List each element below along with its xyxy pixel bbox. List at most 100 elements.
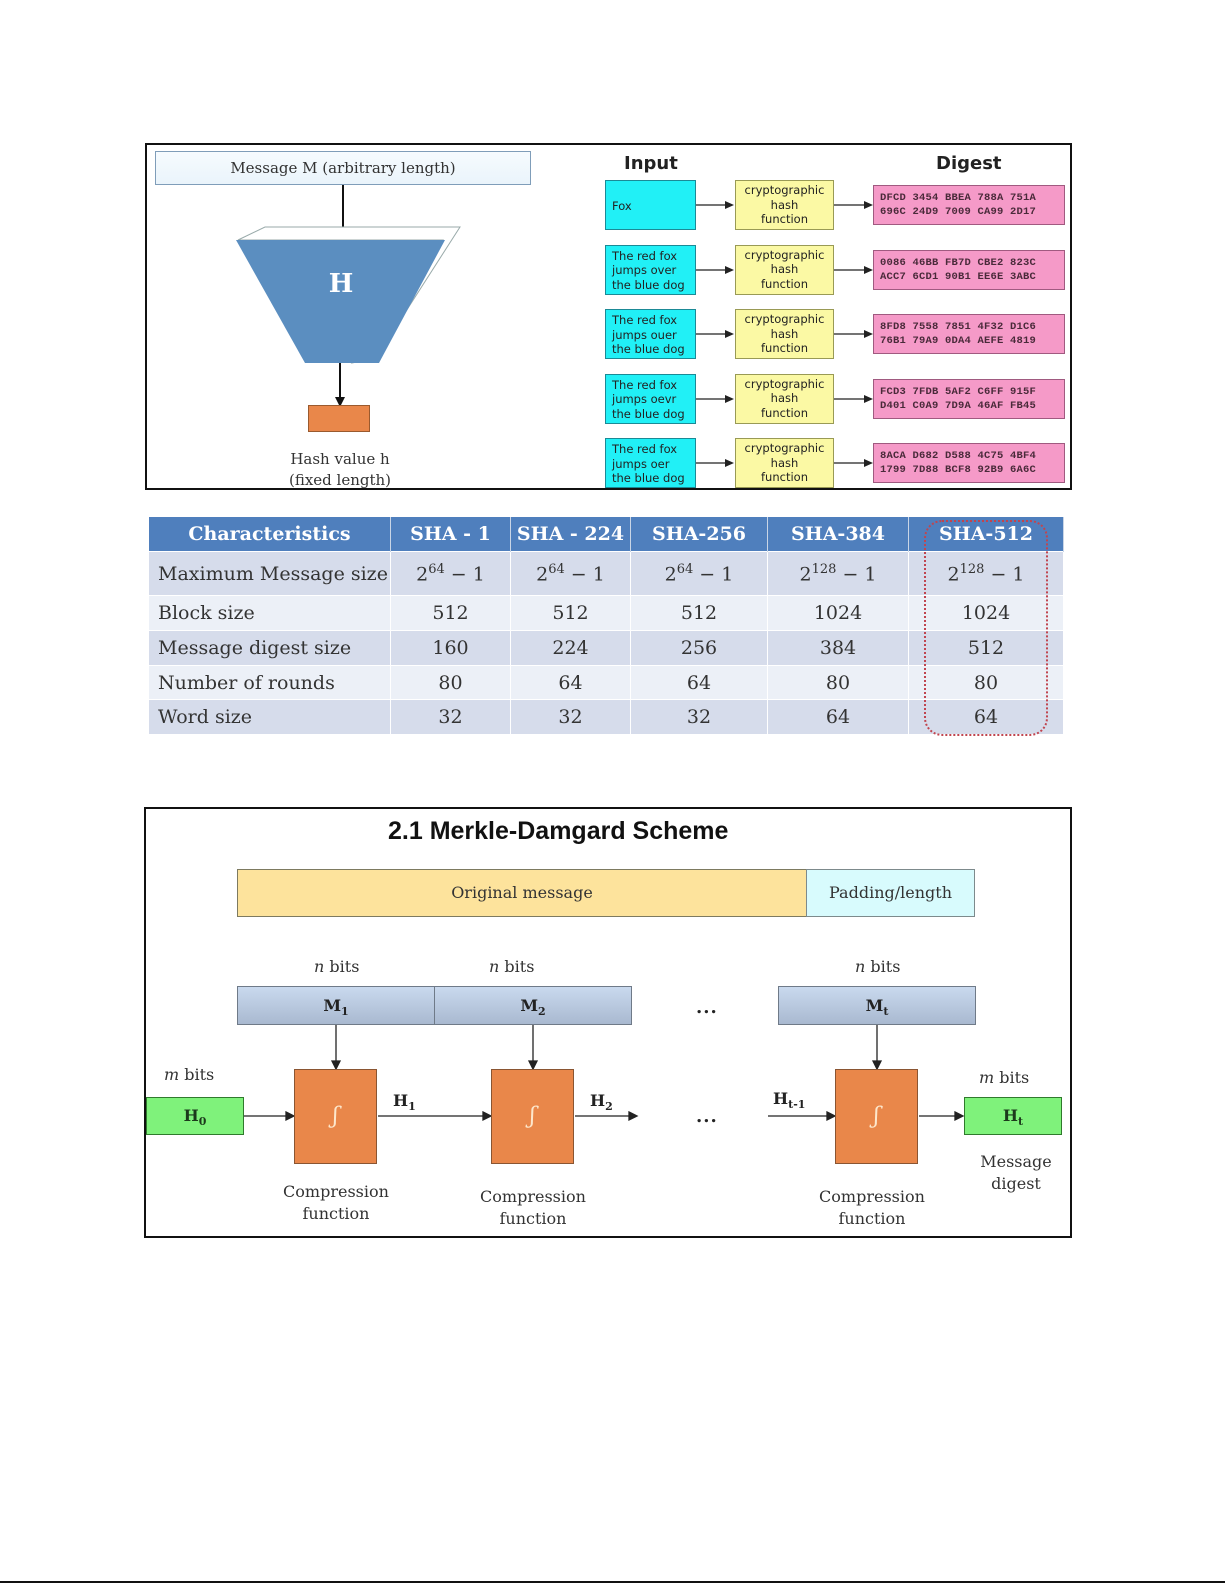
hash-function-figure: Message M (arbitrary length) H Hash valu… (145, 143, 1072, 490)
arrowhead (628, 1110, 639, 1122)
power-exponent: 64 (676, 561, 694, 577)
table-cell: 224 (510, 630, 631, 666)
flow-arrows (244, 1025, 965, 1122)
digest-text-line: ACC7 6CD1 90B1 EE6E 3ABC (880, 270, 1037, 283)
input-text-line: The red fox (612, 377, 678, 392)
n-bits-label-2: n bits (489, 957, 535, 976)
arrowhead (725, 265, 734, 274)
table-cell: 384 (767, 630, 909, 666)
digest-text-line: 8FD8 7558 7851 4F32 D1C6 (880, 321, 1037, 333)
hash-output-box (308, 405, 370, 432)
compression-function-2: ʃ (491, 1069, 574, 1164)
table-cell: 64 (510, 665, 631, 700)
hash-value-label: Hash value h (fixed length) (247, 449, 433, 491)
table-cell: 64 (908, 699, 1064, 734)
arrowhead (725, 201, 734, 209)
table-cell: 256 (630, 630, 768, 666)
digest-text-line: 1799 7D88 BCF8 92B9 6A6C (880, 464, 1037, 476)
arrowhead (864, 394, 873, 403)
power-remainder: − 1 (836, 563, 877, 586)
message-block-m2: M2 (434, 986, 632, 1025)
function-text-line: cryptographic (744, 376, 825, 391)
message-box: Message M (arbitrary length) (155, 151, 531, 185)
input-text-line: The red fox (612, 313, 678, 328)
table-cell: 264 − 1 (510, 551, 631, 596)
row-arrows (696, 201, 873, 209)
funnel-diagram (236, 185, 461, 407)
digest-text-line: 8ACA D682 D588 4C75 4BF4 (880, 450, 1037, 462)
digest-text-line: FCD3 7FDB 5AF2 C6FF 915F (880, 385, 1037, 398)
power-exponent: 128 (959, 561, 985, 577)
input-header: Input (624, 153, 678, 174)
figure-title: 2.1 Merkle-Damgard Scheme (388, 817, 729, 845)
arrowhead (725, 330, 734, 338)
message-block-mt: Mt (778, 986, 976, 1025)
compression-function-t: ʃ (835, 1069, 918, 1164)
table-cell: 2128 − 1 (908, 551, 1064, 596)
hash-h-label: H (328, 269, 354, 299)
digest-text-line: DFCD 3454 BBEA 788A 751A (880, 192, 1037, 204)
input-text-line: jumps ouer (612, 327, 677, 342)
header-sha512: SHA-512 (908, 517, 1064, 552)
merkle-damgard-figure: 2.1 Merkle-Damgard Scheme Original messa… (144, 807, 1072, 1238)
compression-function-1: ʃ (294, 1069, 377, 1164)
input-text-line: the blue dog (612, 406, 685, 421)
table-cell: 1024 (908, 595, 1064, 631)
h1-label: H1 (393, 1091, 416, 1114)
input-text-line: jumps over (612, 263, 677, 278)
table-cell: 512 (390, 595, 511, 631)
arrowhead (330, 1060, 342, 1071)
table-cell: 64 (630, 665, 768, 700)
header-characteristics: Characteristics (149, 517, 391, 552)
row-label: Message digest size (149, 630, 391, 666)
arrowhead (871, 1060, 883, 1071)
header-sha224: SHA - 224 (510, 517, 631, 552)
arrowhead (335, 397, 345, 407)
table-cell: 160 (390, 630, 511, 666)
power-remainder: − 1 (984, 563, 1025, 586)
input-box: Fox (605, 180, 696, 230)
power-exponent: 64 (548, 561, 565, 577)
digest-text-line: 0086 46BB FB7D CBE2 823C (880, 256, 1037, 269)
table-cell: 512 (908, 630, 1064, 666)
row-arrows (696, 330, 873, 338)
arrowhead (482, 1110, 493, 1122)
power-base: 2 (947, 563, 960, 586)
n-bits-label-t: n bits (855, 957, 901, 976)
table-cell: 64 (767, 699, 909, 734)
padding-length-block: Padding/length (806, 869, 975, 917)
hash-value-line2: (fixed length) (288, 471, 392, 489)
input-text-line: jumps oevr (612, 392, 677, 407)
n-bits-label-1: n bits (314, 957, 360, 976)
table-cell: 80 (390, 665, 511, 700)
header-sha1: SHA - 1 (390, 517, 511, 552)
table-cell: 32 (630, 699, 768, 734)
digest-header: Digest (936, 153, 1002, 174)
arrowhead (954, 1110, 965, 1122)
function-text-line: function (761, 470, 808, 485)
table-cell: 2128 − 1 (767, 551, 909, 596)
final-state-ht: Ht (964, 1097, 1062, 1135)
function-text-line: hash (770, 391, 799, 406)
input-text-line: The red fox (612, 248, 678, 263)
function-text-line: function (761, 405, 808, 420)
arrowhead (725, 394, 734, 403)
function-text-line: hash (770, 262, 799, 277)
arrowhead (864, 265, 873, 274)
power-remainder: − 1 (444, 563, 485, 586)
table-cell: 1024 (767, 595, 909, 631)
header-sha256: SHA-256 (630, 517, 768, 552)
digest-text-line: D401 C0A9 7D9A 46AF FB45 (880, 399, 1037, 412)
